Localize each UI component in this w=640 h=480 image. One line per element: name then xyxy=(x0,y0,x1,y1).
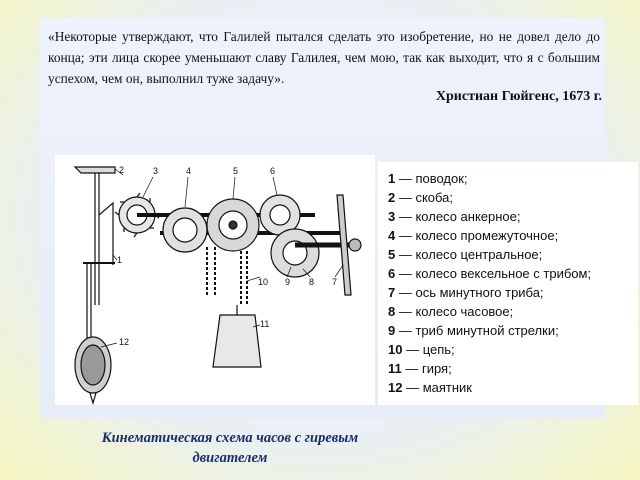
legend-text: — ось минутного триба; xyxy=(395,285,544,300)
figure-caption: Кинематическая схема часов с гиревым дви… xyxy=(60,428,400,468)
legend-text: — маятник xyxy=(402,380,472,395)
legend-item: 9 — триб минутной стрелки; xyxy=(388,321,638,340)
diagram-label-3: 3 xyxy=(153,166,158,176)
legend-number: 12 xyxy=(388,380,403,395)
legend-text: — гиря; xyxy=(401,361,452,376)
clock-mechanism-drawing: 2 3 4 5 6 1 10 9 8 7 11 12 xyxy=(73,165,362,406)
diagram-label-11: 11 xyxy=(260,319,269,329)
diagram-label-12: 12 xyxy=(119,337,129,347)
clock-mechanism-diagram: 2 3 4 5 6 1 10 9 8 7 11 12 xyxy=(55,155,375,406)
caption-line-2: двигателем xyxy=(192,450,268,466)
diagram-label-5: 5 xyxy=(233,166,238,176)
diagram-label-8: 8 xyxy=(309,277,314,287)
legend-text: — поводок; xyxy=(395,171,468,186)
diagram-label-7: 7 xyxy=(332,277,337,287)
legend-text: — колесо анкерное; xyxy=(395,209,521,224)
legend-text: — колесо вексельное с трибом; xyxy=(395,266,592,281)
legend-number: 6 xyxy=(388,266,396,281)
legend-item: 2 — скоба; xyxy=(388,188,638,207)
legend-number: 7 xyxy=(388,285,396,300)
legend-item: 7 — ось минутного триба; xyxy=(388,283,638,302)
legend-number: 1 xyxy=(388,171,396,186)
legend-number: 4 xyxy=(388,228,396,243)
legend-item: 4 — колесо промежуточное; xyxy=(388,226,638,245)
legend-item: 3 — колесо анкерное; xyxy=(388,207,638,226)
huygens-quote: «Некоторые утверждают, что Галилей пытал… xyxy=(48,29,600,86)
diagram-label-6: 6 xyxy=(270,166,275,176)
legend-item: 12 — маятник xyxy=(388,378,638,397)
legend-text: — триб минутной стрелки; xyxy=(395,323,559,338)
diagram-label-1: 1 xyxy=(117,255,122,265)
legend-item: 5 — колесо центральное; xyxy=(388,245,638,264)
parts-legend: 1 — поводок; 2 — скоба; 3 — колесо анкер… xyxy=(378,162,638,405)
legend-item: 11 — гиря; xyxy=(388,359,638,378)
legend-number: 9 xyxy=(388,323,396,338)
legend-number: 2 xyxy=(388,190,396,205)
legend-number: 8 xyxy=(388,304,396,319)
quote-author: Христиан Гюйгенс, 1673 г. xyxy=(435,89,602,104)
legend-number: 11 xyxy=(388,361,402,376)
legend-item: 10 — цепь; xyxy=(388,340,638,359)
diagram-label-2: 2 xyxy=(119,165,124,175)
legend-item: 6 — колесо вексельное с трибом; xyxy=(388,264,638,283)
diagram-label-10: 10 xyxy=(258,277,268,287)
legend-text: — колесо часовое; xyxy=(395,304,514,319)
legend-number: 10 xyxy=(388,342,403,357)
legend-text: — скоба; xyxy=(395,190,454,205)
legend-number: 5 xyxy=(388,247,396,262)
legend-text: — цепь; xyxy=(402,342,455,357)
legend-text: — колесо промежуточное; xyxy=(395,228,559,243)
caption-line-1: Кинематическая схема часов с гиревым xyxy=(101,430,359,446)
legend-text: — колесо центральное; xyxy=(395,247,543,262)
diagram-label-9: 9 xyxy=(285,277,290,287)
diagram-label-4: 4 xyxy=(186,166,191,176)
legend-item: 1 — поводок; xyxy=(388,169,638,188)
legend-item: 8 — колесо часовое; xyxy=(388,302,638,321)
legend-number: 3 xyxy=(388,209,396,224)
